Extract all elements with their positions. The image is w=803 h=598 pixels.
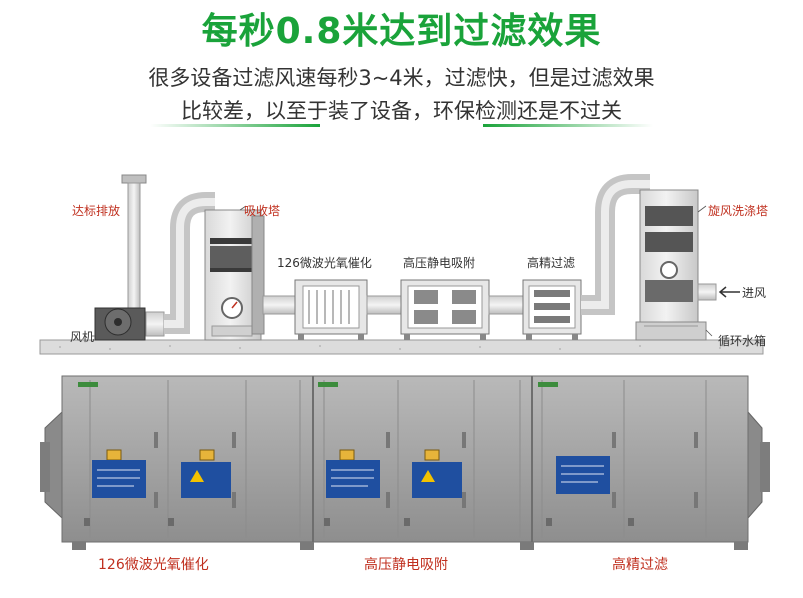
water-tank [635,321,707,341]
label-water-tank: 循环水箱 [718,334,767,348]
label-scrubber: 旋风洗涤塔 [708,204,769,218]
scrubber-tower [639,189,740,323]
fan-unit [94,307,165,341]
decorative-line-right [483,124,653,127]
label-esp: 高压静电吸附 [403,256,476,270]
label-uv: 126微波光氧催化 [277,256,372,270]
caption-uv: 126微波光氧催化 [98,557,209,573]
label-exhaust: 达标排放 [72,204,121,218]
label-absorber: 吸收塔 [244,204,281,218]
equipment-photo-drawing [40,375,770,550]
info-plates [92,456,610,498]
ground-slab [39,339,764,355]
label-fine-filter: 高精过滤 [527,256,576,270]
label-inlet: 进风 [742,286,767,300]
esp-unit [400,279,490,340]
caption-fine-filter: 高精过滤 [612,557,668,573]
uv-unit [294,279,368,340]
equipment-photo [0,372,803,594]
process-diagram: 达标排放 风机 吸收塔 126微波光氧催化 高压静电吸附 高精过滤 旋风洗涤塔 … [0,150,803,372]
fine-filter-unit [522,279,582,340]
label-fan: 风机 [70,330,95,344]
subtitle-line-2: 比较差，以至于装了设备，环保检测还是不过关 [181,99,622,123]
headline: 每秒0.8米达到过滤效果 [201,11,602,52]
subtitle-line-1: 很多设备过滤风速每秒3~4米，过滤快，但是过滤效果 [148,66,655,90]
process-diagram-drawing [39,174,764,355]
absorber-tower [204,209,265,341]
caption-esp: 高压静电吸附 [364,557,448,573]
decorative-line-left [150,124,320,127]
exhaust-stack [121,174,147,324]
